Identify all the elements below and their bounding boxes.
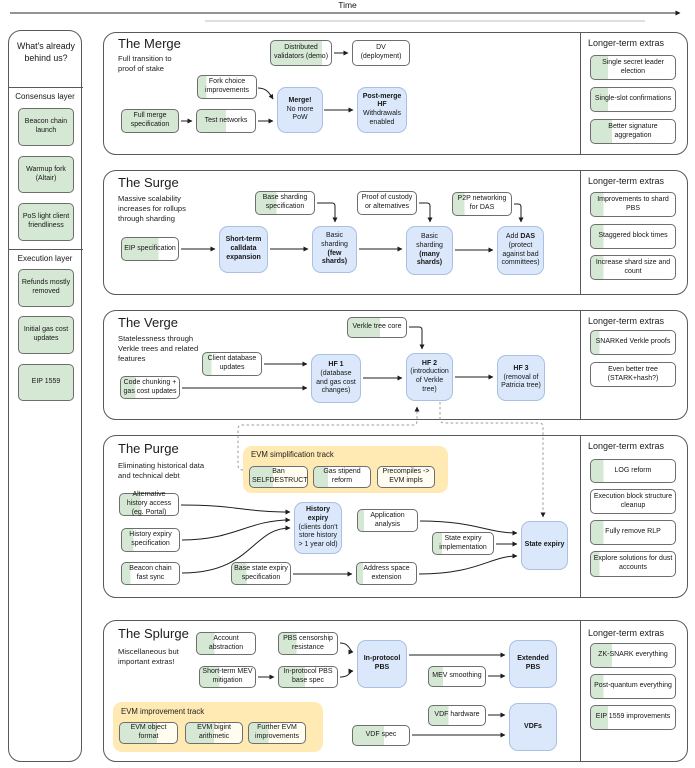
extra-staggered-block-times: Staggered block times <box>590 224 676 249</box>
surge-subtitle: Massive scalability increases for rollup… <box>118 194 186 223</box>
extra-improvements-to-shard-pbs: Improvements to shard PBS <box>590 192 676 217</box>
section-splurge <box>103 620 688 762</box>
node-warmup-fork-altair: Warmup fork (Altair) <box>18 156 74 193</box>
node-eip-1559: EIP 1559 <box>18 364 74 401</box>
node-basic-sharding-many-shards: Basic sharding (many shards) <box>406 226 453 275</box>
purge-subtitle: Eliminating historical data and technica… <box>118 461 205 480</box>
node-alternative-history-access: Alternative history access (eg. Portal) <box>119 491 179 516</box>
node-account-abstraction: Account abstraction <box>196 632 256 655</box>
node-dv-deployment: DV (deployment) <box>352 40 410 66</box>
surge-extras-title: Longer-term extras <box>588 176 665 186</box>
verge-subtitle: Statelessness through Verkle trees and r… <box>118 334 199 363</box>
node-add-das: Add DAS (protect against bad committees) <box>497 226 544 275</box>
node-state-expiry-implementation: State expiry implementation <box>432 532 494 555</box>
node-application-analysis: Application analysis <box>357 509 418 532</box>
section-merge <box>103 32 688 155</box>
node-hf2: HF 2 (introduction of Verkle tree) <box>406 353 453 401</box>
node-precompiles-to-evm-impls: Precompiles -> EVM impls <box>377 466 435 488</box>
evm-simplification-track-label: EVM simplification track <box>251 450 334 459</box>
extra-single-secret-leader-election: Single secret leader election <box>590 55 676 80</box>
splurge-subtitle: Miscellaneous but important extras! <box>118 647 179 666</box>
extra-post-quantum-everything: Post-quantum everything <box>590 674 676 699</box>
verge-title: The Verge <box>118 315 178 330</box>
node-beacon-chain-launch: Beacon chain launch <box>18 108 74 146</box>
node-address-space-extension: Address space extension <box>356 562 417 585</box>
node-initial-gas-cost-updates: Initial gas cost updates <box>18 316 74 354</box>
purge-title: The Purge <box>118 441 179 456</box>
node-evm-bigint-arithmetic: EVM bigint arithmetic <box>185 722 243 744</box>
node-in-protocol-pbs-base-spec: In-protocol PBS base spec <box>278 666 338 688</box>
node-hf3: HF 3 (removal of Patricia tree) <box>497 355 545 401</box>
node-vdfs: VDFs <box>509 703 557 751</box>
splurge-extras-divider <box>580 620 581 762</box>
section-surge <box>103 170 688 295</box>
sidebar-divider <box>9 249 83 250</box>
node-evm-object-format: EVM object format <box>119 722 178 744</box>
node-state-expiry: State expiry <box>521 521 568 570</box>
node-pos-light-client-friendliness: PoS light client friendliness <box>18 203 74 241</box>
node-beacon-chain-fast-sync: Beacon chain fast sync <box>121 562 180 585</box>
extra-single-slot-confirmations: Single-slot confirmations <box>590 87 676 112</box>
extra-better-signature-aggregation: Better signature aggregation <box>590 119 676 144</box>
surge-extras-divider <box>580 170 581 295</box>
splurge-title: The Splurge <box>118 626 189 641</box>
node-verkle-tree-core: Verkle tree core <box>347 317 407 338</box>
node-eip-specification: EIP specification <box>121 237 179 261</box>
extra-explore-solutions-for-dust-accounts: Explore solutions for dust accounts <box>590 551 676 577</box>
node-mev-smoothing: MEV smoothing <box>428 666 486 687</box>
node-pbs-censorship-resistance: PBS censorship resistance <box>278 632 338 655</box>
node-full-merge-specification: Full merge specification <box>121 109 179 133</box>
merge-extras-divider <box>580 32 581 155</box>
merge-subtitle: Full transition to proof of stake <box>118 54 172 73</box>
sidebar-title: What's already behind us? <box>17 41 75 63</box>
node-distributed-validators: Distributed validators (demo) <box>270 40 332 66</box>
extra-execution-block-structure-cleanup: Execution block structure cleanup <box>590 489 676 514</box>
extra-increase-shard-size-and-count: Increase shard size and count <box>590 255 676 280</box>
splurge-extras-title: Longer-term extras <box>588 628 665 638</box>
time-axis-label: Time <box>338 0 357 10</box>
purge-extras-title: Longer-term extras <box>588 441 665 451</box>
extra-eip-1559-improvements: EIP 1559 improvements <box>590 705 676 730</box>
extra-log-reform: LOG reform <box>590 459 676 483</box>
node-short-term-calldata-expansion: Short-term calldata expansion <box>219 226 268 273</box>
verge-extras-title: Longer-term extras <box>588 316 665 326</box>
node-client-database-updates: Client database updates <box>202 352 262 376</box>
merge-title: The Merge <box>118 36 181 51</box>
verge-extras-divider <box>580 310 581 420</box>
extra-fully-remove-rlp: Fully remove RLP <box>590 520 676 545</box>
node-vdf-hardware: VDF hardware <box>428 705 486 726</box>
node-gas-stipend-reform: Gas stipend reform <box>313 466 371 488</box>
node-basic-sharding-few-shards: Basic sharding (few shards) <box>312 226 357 273</box>
sidebar-divider <box>9 87 83 88</box>
node-proof-of-custody: Proof of custody or alternatives <box>357 191 417 215</box>
surge-title: The Surge <box>118 175 179 190</box>
extra-zk-snark-everything: ZK-SNARK everything <box>590 643 676 668</box>
node-vdf-spec: VDF spec <box>352 725 410 746</box>
node-merge-milestone: Merge!No more PoW <box>277 87 323 133</box>
sidebar-group-execution-label: Execution layer <box>17 254 73 263</box>
sidebar-group-consensus-label: Consensus layer <box>15 92 75 101</box>
extra-even-better-tree: Even better tree (STARK+hash?) <box>590 362 676 387</box>
node-base-sharding-specification: Base sharding specification <box>255 191 315 215</box>
node-history-expiry: History expiry (clients don't store hist… <box>294 502 342 554</box>
extra-snarked-verkle-proofs: SNARKed Verkle proofs <box>590 330 676 355</box>
purge-extras-divider <box>580 435 581 598</box>
node-further-evm-improvements: Further EVM improvements <box>248 722 306 744</box>
node-short-term-mev-mitigation: Short-term MEV mitigation <box>199 666 256 688</box>
node-code-chunking: Code chunking + gas cost updates <box>120 376 180 399</box>
node-extended-pbs: Extended PBS <box>509 640 557 688</box>
node-hf1: HF 1 (database and gas cost changes) <box>311 354 361 403</box>
node-post-merge-hf: Post-merge HF Withdrawals enabled <box>357 87 407 133</box>
merge-extras-title: Longer-term extras <box>588 38 665 48</box>
node-p2p-networking-for-das: P2P networking for DAS <box>452 192 512 216</box>
node-refunds-mostly-removed: Refunds mostly removed <box>18 269 74 307</box>
node-base-state-expiry-specification: Base state expiry specification <box>231 562 291 585</box>
node-history-expiry-specification: History expiry specification <box>121 528 180 552</box>
node-ban-selfdestruct: Ban SELFDESTRUCT <box>249 466 308 488</box>
node-in-protocol-pbs: In-protocol PBS <box>357 640 407 688</box>
node-test-networks: Test networks <box>196 109 256 133</box>
sidebar: What's already behind us? Consensus laye… <box>8 30 83 762</box>
evm-improvement-track-label: EVM improvement track <box>121 707 205 716</box>
node-fork-choice-improvements: Fork choice improvements <box>197 75 257 99</box>
